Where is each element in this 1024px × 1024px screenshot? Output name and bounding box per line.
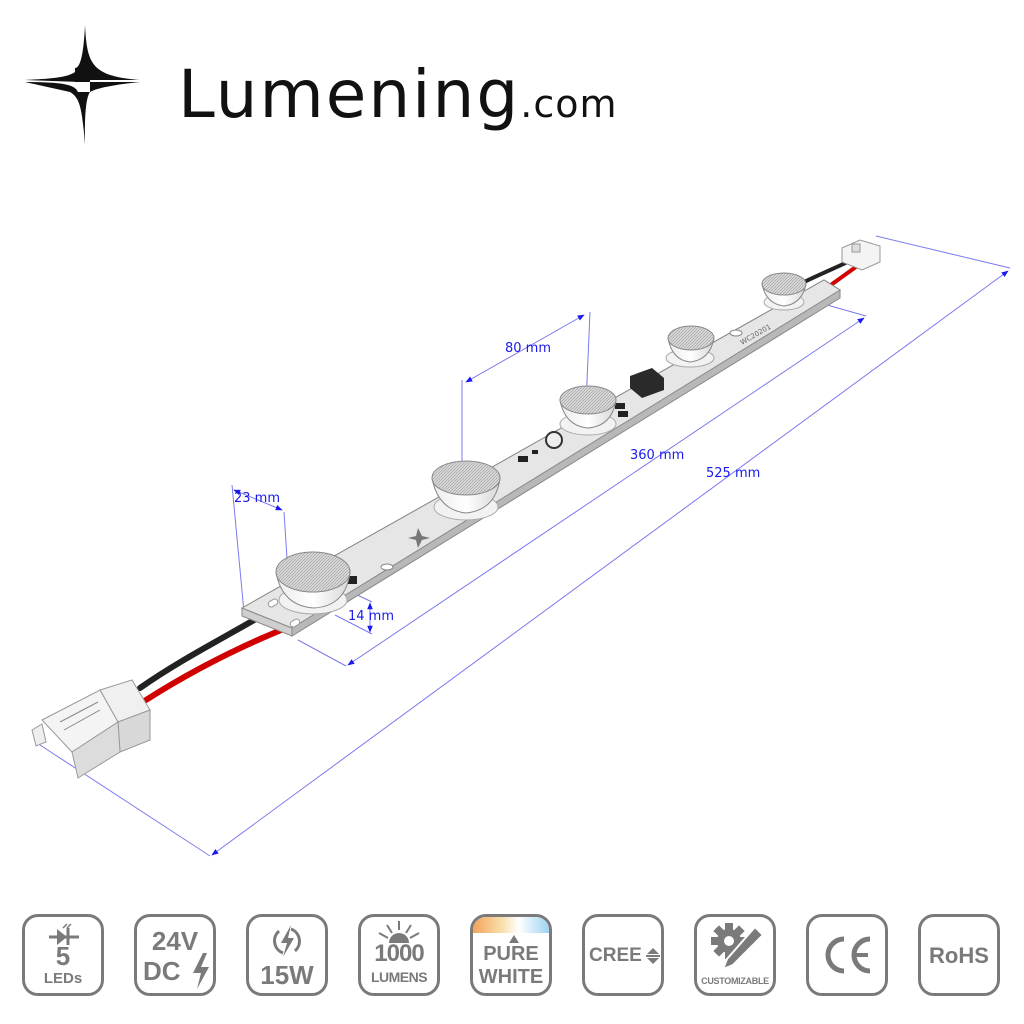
lightning-bolt-icon [193,953,209,989]
dim-board-length: 360 mm [630,448,685,463]
cree-logo-icon [646,948,660,964]
brand-tld: .com [520,82,618,126]
four-point-star-icon [25,25,140,145]
badge-voltage-type: DC [143,956,181,986]
badge-rohs: RoHS [918,914,1000,996]
left-connector [31,679,151,779]
left-wire-leads [137,609,299,703]
led-lenses [275,272,807,615]
brand-logo: Lumening.com [20,20,660,150]
led-lens-3 [559,385,617,436]
badge-custom-label: CUSTOMIZABLE [701,976,769,986]
badge-leds: 5 LEDs [22,914,104,996]
badge-leds-label: LEDs [43,970,83,987]
badge-lumens-label: LUMENS [370,969,428,985]
badge-lumens: 1000 LUMENS [358,914,440,996]
badge-voltage: 24V DC [134,914,216,996]
sun-rays-icon [378,921,420,943]
badge-power: 15W [246,914,328,996]
badge-lumens-value: 1000 [374,940,424,967]
brand-wordmark: Lumening.com [178,62,617,128]
led-lens-2 [431,460,501,521]
led-diode-icon [49,923,79,945]
dim-height: 14 mm [348,609,395,624]
color-temperature-gradient-icon [473,917,549,933]
triangle-indicator-icon [509,935,519,943]
badge-ce: CE [806,914,888,996]
badge-power-value: 15W [260,960,314,990]
brand-name: Lumening [178,56,521,133]
dim-led-pitch: 80 mm [505,341,552,356]
right-connector [841,239,881,271]
badge-color-line2: WHITE [478,966,544,988]
feature-badges: 5 LEDs 24V DC 15W 1000 [22,914,1006,1002]
power-bolt-circle-icon [273,925,301,957]
badge-voltage-value: 24V [151,926,199,956]
badge-cree: CREE [582,914,664,996]
led-lens-4 [665,325,715,368]
ce-mark-icon [825,936,871,974]
badge-custom: CUSTOMIZABLE [694,914,776,996]
product-drawing: WC20201 [31,235,1011,857]
gear-pencil-icon [711,923,765,971]
badge-color: PURE WHITE [470,914,552,996]
dimension-lines [39,235,1011,857]
led-lens-1 [275,551,351,615]
dim-board-width: 23 mm [234,491,281,506]
dim-overall-length: 525 mm [706,466,761,481]
badge-cree-label: CREE [589,945,642,966]
led-lens-5 [761,272,807,311]
badge-leds-count: 5 [55,941,71,971]
badge-rohs-label: RoHS [929,943,989,968]
badge-color-line1: PURE [483,943,539,965]
